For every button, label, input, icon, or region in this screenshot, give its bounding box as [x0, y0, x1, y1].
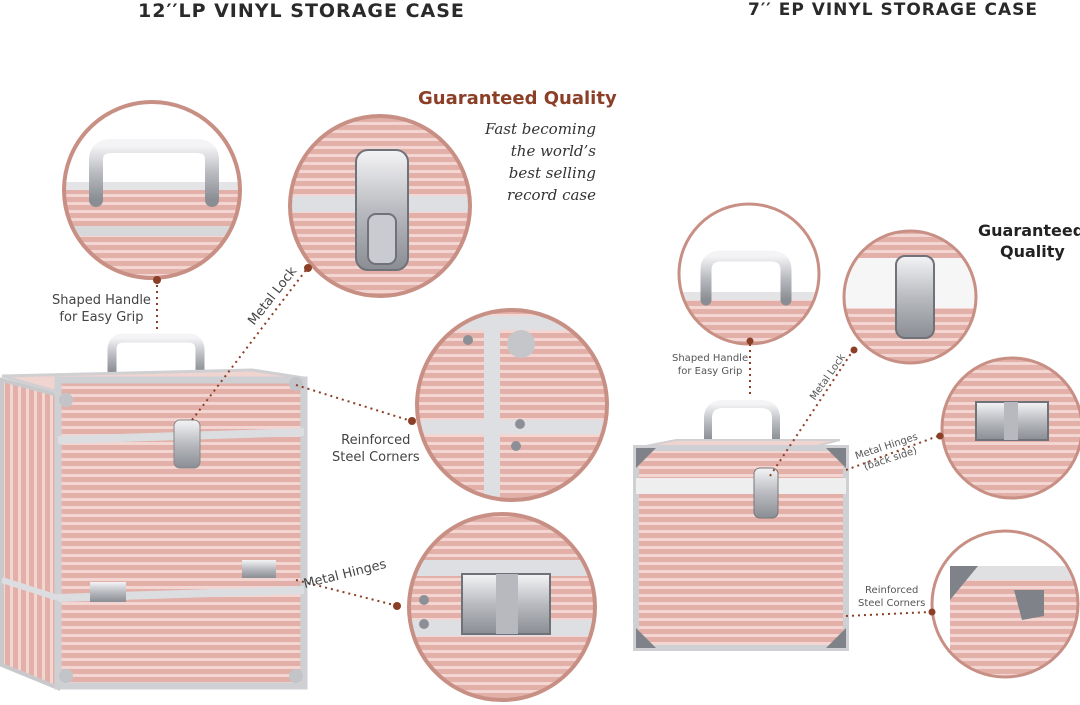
ep-case — [633, 400, 849, 651]
lp-case — [0, 333, 308, 691]
ep-lock-closeup — [842, 229, 978, 365]
right-product-title: 7′′ EP VINYL STORAGE CASE — [748, 0, 1038, 20]
ep-corner-closeup — [930, 529, 1080, 679]
right-callout-dots — [746, 337, 944, 616]
tagline-line: best selling — [508, 164, 596, 182]
right-callout-lines — [749, 344, 939, 617]
right-corners-label: Reinforced Steel Corners — [858, 585, 926, 609]
lock-closeup — [288, 114, 472, 298]
right-guarantee-heading: Guaranteed Quality — [978, 221, 1080, 261]
left-guarantee-heading: Guaranteed Quality — [418, 88, 617, 109]
left-callout-lines — [156, 269, 409, 606]
corner-closeup — [415, 308, 609, 502]
right-handle-label: Shaped Handle for Easy Grip — [672, 353, 749, 377]
tagline-line: Fast becoming — [484, 120, 596, 138]
left-corners-label: Reinforced Steel Corners — [332, 433, 420, 465]
hinge-closeup — [407, 512, 597, 702]
left-product-title: 12′′LP VINYL STORAGE CASE — [138, 0, 465, 22]
left-callout-dots — [153, 264, 416, 610]
ep-hinge-closeup — [940, 356, 1080, 500]
left-handle-label: Shaped Handle for Easy Grip — [52, 293, 151, 325]
left-tagline: Fast becoming the world’s best selling r… — [440, 118, 596, 206]
handle-closeup — [62, 100, 242, 280]
tagline-line: record case — [507, 186, 596, 204]
ep-handle-closeup — [677, 202, 821, 346]
tagline-line: the world’s — [510, 142, 596, 160]
